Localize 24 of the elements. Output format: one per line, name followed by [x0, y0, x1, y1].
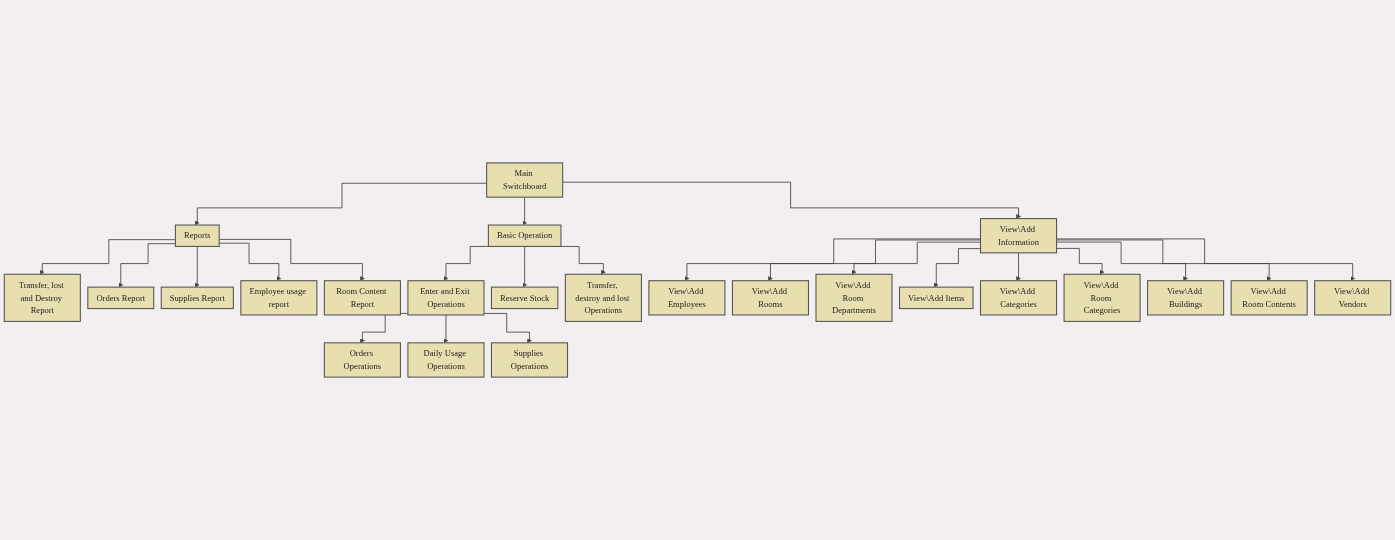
node-box: Employee usage report: [240, 280, 318, 316]
node-box: View\Add Information: [980, 218, 1058, 254]
node-box: View\Add Items: [899, 286, 974, 310]
node-box: View\Add Categories: [980, 280, 1058, 316]
node-box: Transfer, lost and Destroy Report: [3, 273, 81, 322]
node-box: Reports: [174, 224, 220, 247]
node-box: Supplies Report: [160, 286, 234, 310]
node-box: Reserve Stock: [490, 286, 559, 310]
node-box: View\Add Room Categories: [1063, 273, 1141, 322]
node-box: Enter and Exit Operations: [407, 280, 485, 316]
node-box: Main Switchboard: [486, 162, 564, 198]
node-box: Daily Usage Operations: [407, 342, 485, 378]
node-box: View\Add Rooms: [731, 280, 809, 316]
node-box: Orders Report: [87, 286, 155, 310]
node-box: View\Add Employees: [648, 280, 726, 316]
node-box: View\Add Buildings: [1147, 280, 1225, 316]
node-box: Basic Operation: [487, 224, 562, 247]
node-box: View\Add Vendors: [1314, 280, 1392, 316]
node-box: Supplies Operations: [490, 342, 569, 378]
node-box: View\Add Room Departments: [815, 273, 893, 322]
node-box: View\Add Room Contents: [1230, 280, 1308, 316]
node-box: Room Content Report: [323, 280, 401, 316]
node-box: Transfer, destroy and lost Operations: [564, 273, 642, 322]
node-box: Orders Operations: [323, 342, 401, 378]
